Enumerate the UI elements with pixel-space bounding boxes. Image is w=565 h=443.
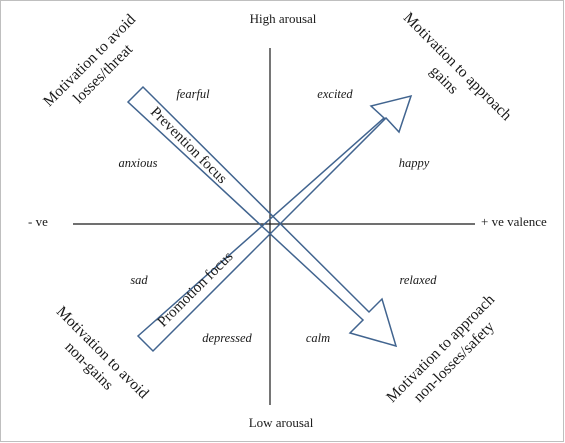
corner-bottom-right-line1: Motivation to approach	[383, 291, 498, 406]
emotion-sad: sad	[130, 273, 148, 287]
corner-top-right-line1: Motivation to approach	[400, 9, 515, 124]
emotion-relaxed: relaxed	[399, 273, 437, 287]
emotion-anxious: anxious	[119, 156, 158, 170]
axis-label-negative: - ve	[28, 214, 48, 229]
corner-bottom-right: Motivation to approach non-losses/safety	[383, 291, 498, 406]
emotion-happy: happy	[399, 156, 430, 170]
prevention-focus-arrow	[126, 85, 398, 348]
axis-label-positive-valence: + ve valence	[481, 214, 547, 229]
promotion-focus-label: Promotion focus	[155, 249, 237, 331]
emotion-calm: calm	[306, 331, 330, 345]
corner-top-right: Motivation to approach gains	[400, 9, 515, 124]
corner-top-left: Motivation to avoid losses/threat	[40, 11, 139, 110]
prevention-focus-label: Prevention focus	[147, 104, 230, 187]
axis-label-high-arousal: High arousal	[250, 11, 317, 26]
emotion-excited: excited	[317, 87, 353, 101]
corner-bottom-left: Motivation to avoid non-gains	[53, 303, 152, 402]
emotion-fearful: fearful	[176, 87, 210, 101]
axis-label-low-arousal: Low arousal	[249, 415, 314, 430]
promotion-focus-arrow	[136, 94, 413, 353]
emotion-depressed: depressed	[202, 331, 252, 345]
